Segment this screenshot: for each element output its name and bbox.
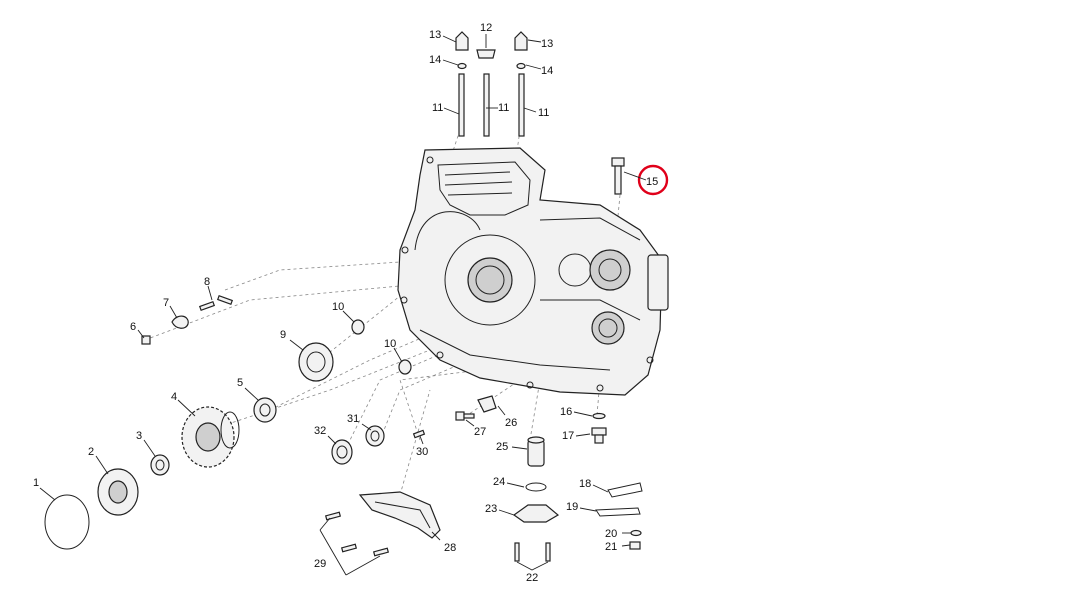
bolts-29 (319, 511, 390, 576)
bushing-32 (331, 439, 353, 465)
sleeve-25 (527, 436, 545, 467)
highlight-circle-15 (637, 164, 669, 196)
callout-14-right: 14 (541, 65, 553, 77)
callout-26: 26 (505, 417, 517, 429)
callout-6: 6 (130, 321, 136, 333)
studs-22 (514, 542, 551, 571)
bearing-9 (298, 342, 334, 382)
stud-bolts (458, 73, 525, 137)
callout-12: 12 (480, 22, 492, 34)
callout-18: 18 (579, 478, 591, 490)
top-cap-nuts (455, 31, 528, 59)
nut-21 (629, 541, 641, 550)
callout-20: 20 (605, 528, 617, 540)
callout-11-mid: 11 (498, 102, 509, 114)
bushing-3 (150, 454, 170, 476)
top-washers (457, 62, 526, 70)
callout-30: 30 (416, 446, 428, 458)
bracket-26 (477, 395, 497, 413)
screw-6 (141, 335, 151, 345)
crankcase-housing (397, 147, 669, 396)
callout-22: 22 (526, 572, 538, 584)
callout-labels: 1 2 3 4 5 6 7 8 9 10 10 11 11 11 12 13 1… (33, 22, 658, 584)
callout-11-right: 11 (538, 107, 549, 119)
bearing-2 (97, 468, 139, 516)
callout-14-left: 14 (429, 54, 441, 66)
callout-11-left: 11 (432, 102, 443, 114)
callout-27: 27 (474, 426, 486, 438)
callout-2: 2 (88, 446, 94, 458)
callout-29: 29 (314, 558, 326, 570)
plug-17 (591, 427, 607, 444)
callout-9: 9 (280, 329, 286, 341)
bolt-part-15 (611, 157, 625, 195)
callout-31: 31 (347, 413, 359, 425)
callout-24: 24 (493, 476, 505, 488)
snap-ring (44, 494, 90, 550)
callout-10-lower: 10 (384, 338, 396, 350)
bushing-5 (253, 397, 277, 423)
callout-23: 23 (485, 503, 497, 515)
washer-20 (630, 529, 642, 537)
pin-30 (412, 429, 426, 439)
callout-19: 19 (566, 501, 578, 513)
oring-24 (525, 482, 547, 492)
callout-16: 16 (560, 406, 572, 418)
callout-28: 28 (444, 542, 456, 554)
spring-18 (607, 482, 643, 498)
callout-13-left: 13 (429, 29, 441, 41)
callout-7: 7 (163, 297, 169, 309)
callout-8: 8 (204, 276, 210, 288)
callout-1: 1 (33, 477, 39, 489)
callout-4: 4 (171, 391, 177, 403)
callout-21: 21 (605, 541, 617, 553)
callout-32: 32 (314, 425, 326, 437)
bushing-31 (365, 425, 385, 447)
callout-10-upper: 10 (332, 301, 344, 313)
flange-23 (512, 504, 560, 523)
seal-10 (351, 319, 412, 375)
bolt-27 (455, 411, 475, 421)
callout-13-right: 13 (541, 38, 553, 50)
callout-25: 25 (496, 441, 508, 453)
callout-5: 5 (237, 377, 243, 389)
pins-8 (198, 294, 234, 312)
gear-4 (181, 406, 240, 468)
leader-lines (39, 34, 647, 547)
lever-19 (595, 507, 641, 517)
callout-15: 15 (646, 176, 658, 188)
clip-7 (171, 315, 189, 329)
cover-28 (358, 491, 441, 539)
washer-16 (592, 412, 606, 420)
callout-3: 3 (136, 430, 142, 442)
callout-17: 17 (562, 430, 574, 442)
